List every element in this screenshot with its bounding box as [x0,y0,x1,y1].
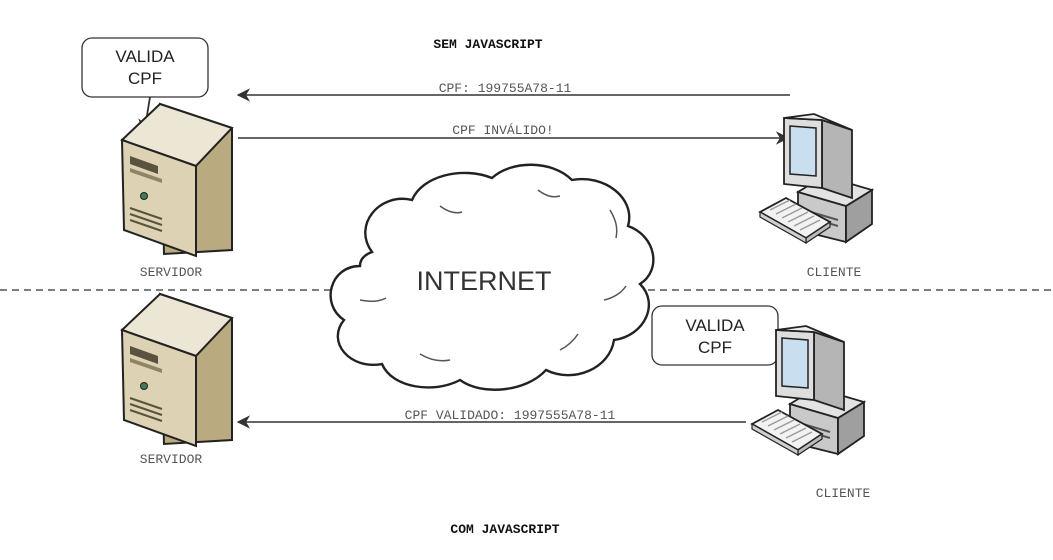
top-validate-line2: CPF [128,69,162,88]
title-sem-javascript: SEM JAVASCRIPT [433,37,542,52]
bottom-server-label: SERVIDOR [140,452,203,467]
top-client-label: CLIENTE [807,265,862,280]
bottom-request-message: CPF VALIDADO: 1997555A78-11 [405,408,616,423]
internet-cloud-icon [329,163,655,391]
top-response-message: CPF INVÁLIDO! [452,123,553,138]
server-tower-icon [121,103,233,257]
top-request-message: CPF: 199755A78-11 [439,81,572,96]
bottom-validate-box: VALIDA CPF [651,305,779,366]
server-tower-icon [121,293,233,447]
top-server-label: SERVIDOR [140,265,203,280]
title-com-javascript: COM JAVASCRIPT [450,522,559,537]
bottom-validate-line2: CPF [698,338,732,357]
desktop-computer-icon [759,113,873,244]
bottom-validate-line1: VALIDA [685,316,745,335]
top-validate-line1: VALIDA [115,47,175,66]
top-validate-box: VALIDA CPF [81,37,209,98]
cloud-label: INTERNET [417,266,552,296]
bottom-client-label: CLIENTE [816,486,871,501]
